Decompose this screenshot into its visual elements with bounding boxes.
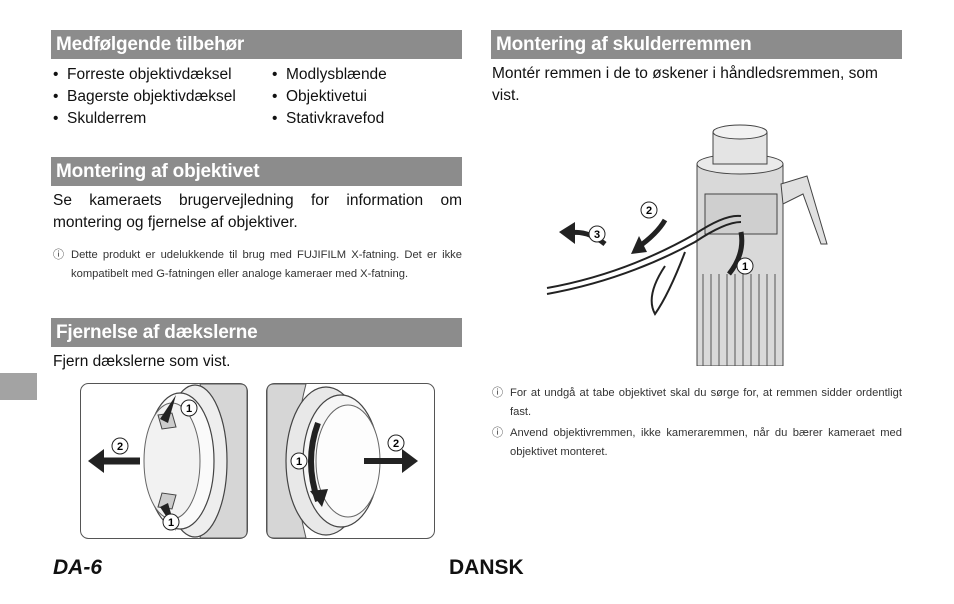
list-item: Skulderrem — [53, 108, 236, 130]
mounting-note-text: Dette produkt er udelukkende til brug me… — [71, 249, 462, 280]
list-item: Objektivetui — [272, 86, 387, 108]
section-title-strap: Montering af skulderremmen — [491, 30, 902, 59]
caution-icon: ⓘ — [492, 427, 503, 439]
step-label: 1 — [296, 456, 302, 468]
accessories-list-1: Forreste objektivdæksel Bagerste objekti… — [53, 64, 236, 130]
step-label: 1 — [742, 261, 748, 273]
section-title-caps: Fjernelse af dækslerne — [51, 318, 462, 347]
section-title-accessories: Medfølgende tilbehør — [51, 30, 462, 59]
mounting-note: ⓘ Dette produkt er udelukkende til brug … — [53, 246, 462, 283]
strap-note-2-text: Anvend objektivremmen, ikke kameraremmen… — [510, 427, 902, 458]
page-number: DA-6 — [53, 556, 103, 579]
strap-note-2: ⓘ Anvend objektivremmen, ikke kameraremm… — [492, 424, 902, 461]
strap-text: Montér remmen i de to øskener i håndleds… — [492, 65, 878, 104]
strap-illustration: 3 2 1 — [546, 124, 828, 366]
step-label: 2 — [117, 441, 123, 453]
caps-text: Fjern dækslerne som vist. — [53, 353, 231, 370]
strap-note-1: ⓘ For at undgå at tabe objektivet skal d… — [492, 384, 902, 421]
list-item: Forreste objektivdæksel — [53, 64, 236, 86]
mounting-text: Se kameraets brugervejledning for inform… — [53, 192, 462, 231]
step-label: 3 — [594, 229, 600, 241]
section-title-mounting: Montering af objektivet — [51, 157, 462, 186]
list-item: Stativkravefod — [272, 108, 387, 130]
step-label: 1 — [186, 403, 192, 415]
side-tab — [0, 373, 37, 400]
language-label: DANSK — [449, 556, 524, 579]
rear-cap-illustration: 1 2 — [266, 383, 435, 539]
list-item: Bagerste objektivdæksel — [53, 86, 236, 108]
list-item: Modlysblænde — [272, 64, 387, 86]
step-label: 1 — [168, 517, 174, 529]
step-label: 2 — [393, 438, 399, 450]
step-label: 2 — [646, 205, 652, 217]
caution-icon: ⓘ — [492, 387, 503, 399]
caution-icon: ⓘ — [53, 249, 64, 261]
accessories-list-2: Modlysblænde Objektivetui Stativkravefod — [272, 64, 387, 130]
front-cap-illustration: 2 1 1 — [80, 383, 248, 539]
strap-note-1-text: For at undgå at tabe objektivet skal du … — [510, 387, 902, 418]
